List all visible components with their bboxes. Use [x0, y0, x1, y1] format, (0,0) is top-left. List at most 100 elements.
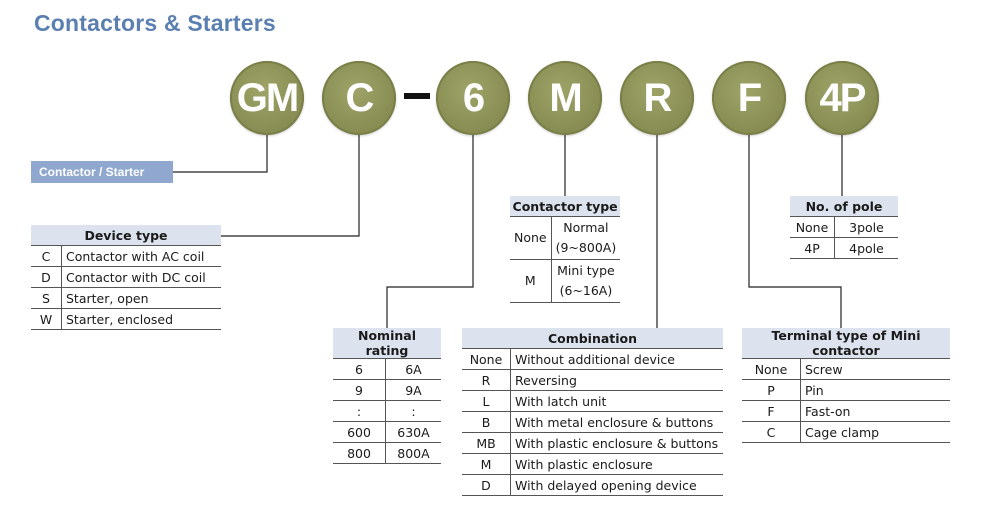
- code-cell: None: [510, 216, 552, 260]
- table-row: 600 630A: [333, 421, 441, 443]
- table-row: MB With plastic enclosure & buttons: [462, 432, 723, 454]
- table-header: No. of pole: [790, 196, 898, 217]
- desc-line: Mini type: [557, 263, 615, 278]
- table-row: 6 6A: [333, 358, 441, 380]
- table-row: 9 9A: [333, 379, 441, 401]
- code-cell: None: [462, 348, 511, 370]
- desc-cell: With plastic enclosure: [510, 453, 723, 475]
- code-letter: R: [643, 75, 673, 120]
- contactor-type-table: Contactor type None Normal (9~800A) M Mi…: [510, 196, 621, 303]
- code-cell: B: [462, 411, 511, 433]
- table-row: F Fast-on: [742, 400, 950, 422]
- desc-line: (9~800A): [555, 240, 617, 255]
- code-cell: MB: [462, 432, 511, 454]
- code-letter: 4P: [819, 75, 867, 120]
- code-circle-4p: 4P: [805, 61, 879, 135]
- desc-cell: Normal (9~800A): [551, 216, 621, 260]
- code-letter: M: [549, 75, 582, 120]
- desc-cell: With plastic enclosure & buttons: [510, 432, 723, 454]
- desc-cell: Mini type (6~16A): [551, 259, 621, 303]
- code-dash: [404, 93, 430, 99]
- table-row: None Without additional device: [462, 348, 723, 370]
- table-row: D Contactor with DC coil: [31, 266, 221, 288]
- table-row: None Normal (9~800A): [510, 216, 621, 260]
- table-header: Terminal type of Mini contactor: [742, 328, 950, 359]
- connector-gm: [173, 135, 268, 173]
- desc-cell: Contactor with DC coil: [61, 266, 221, 288]
- code-cell: None: [742, 358, 801, 380]
- code-cell: L: [462, 390, 511, 412]
- value-cell: 3pole: [834, 216, 898, 238]
- code-letter: F: [737, 75, 762, 120]
- table-row: M Mini type (6~16A): [510, 259, 621, 303]
- table-header: Nominal rating: [333, 328, 441, 359]
- device-type-table: Device type C Contactor with AC coil D C…: [31, 225, 221, 330]
- code-letter: C: [345, 75, 375, 120]
- code-cell: 9: [333, 379, 386, 401]
- desc-cell: Pin: [800, 379, 950, 401]
- table-row: C Contactor with AC coil: [31, 245, 221, 267]
- code-circle-r: R: [620, 61, 694, 135]
- table-row: C Cage clamp: [742, 421, 950, 443]
- table-row: P Pin: [742, 379, 950, 401]
- table-row: L With latch unit: [462, 390, 723, 412]
- table-row: W Starter, enclosed: [31, 308, 221, 330]
- code-cell: C: [31, 245, 62, 267]
- desc-cell: Fast-on: [800, 400, 950, 422]
- code-circle-f: F: [712, 61, 786, 135]
- value-cell: 800A: [385, 442, 441, 464]
- value-cell: :: [385, 400, 441, 422]
- value-cell: 630A: [385, 421, 441, 443]
- desc-cell: Reversing: [510, 369, 723, 391]
- combination-table: Combination None Without additional devi…: [462, 328, 723, 496]
- desc-cell: Without additional device: [510, 348, 723, 370]
- table-row: 800 800A: [333, 442, 441, 464]
- code-cell: F: [742, 400, 801, 422]
- value-cell: 6A: [385, 358, 441, 380]
- table-header: Combination: [462, 328, 723, 349]
- table-row: None 3pole: [790, 216, 898, 238]
- code-cell: M: [510, 259, 552, 303]
- code-circle-m: M: [528, 61, 602, 135]
- code-cell: None: [790, 216, 835, 238]
- table-header: Device type: [31, 225, 221, 246]
- desc-cell: Starter, open: [61, 287, 221, 309]
- desc-cell: With delayed opening device: [510, 474, 723, 496]
- desc-cell: Starter, enclosed: [61, 308, 221, 330]
- table-row: None Screw: [742, 358, 950, 380]
- code-letter: GM: [236, 75, 299, 120]
- code-cell: S: [31, 287, 62, 309]
- code-cell: D: [31, 266, 62, 288]
- desc-cell: Contactor with AC coil: [61, 245, 221, 267]
- connector-c: [193, 135, 360, 237]
- code-cell: 4P: [790, 237, 835, 259]
- terminal-type-table: Terminal type of Mini contactor None Scr…: [742, 328, 950, 443]
- value-cell: 4pole: [834, 237, 898, 259]
- code-cell: R: [462, 369, 511, 391]
- table-header: Contactor type: [510, 196, 621, 217]
- table-row: B With metal enclosure & buttons: [462, 411, 723, 433]
- code-cell: D: [462, 474, 511, 496]
- contactor-starter-label: Contactor / Starter: [31, 161, 173, 183]
- code-circle-c: C: [322, 61, 396, 135]
- table-row: S Starter, open: [31, 287, 221, 309]
- page-title: Contactors & Starters: [34, 10, 276, 36]
- table-row: M With plastic enclosure: [462, 453, 723, 475]
- code-cell: :: [333, 400, 386, 422]
- code-cell: P: [742, 379, 801, 401]
- code-cell: 800: [333, 442, 386, 464]
- table-row: : :: [333, 400, 441, 422]
- code-circle-gm: GM: [230, 61, 304, 135]
- value-cell: 9A: [385, 379, 441, 401]
- table-row: D With delayed opening device: [462, 474, 723, 496]
- no-of-pole-table: No. of pole None 3pole 4P 4pole: [790, 196, 898, 259]
- desc-cell: With latch unit: [510, 390, 723, 412]
- desc-cell: Screw: [800, 358, 950, 380]
- code-cell: 6: [333, 358, 386, 380]
- table-row: 4P 4pole: [790, 237, 898, 259]
- code-cell: 600: [333, 421, 386, 443]
- desc-line: (6~16A): [559, 283, 613, 298]
- desc-cell: Cage clamp: [800, 421, 950, 443]
- table-row: R Reversing: [462, 369, 723, 391]
